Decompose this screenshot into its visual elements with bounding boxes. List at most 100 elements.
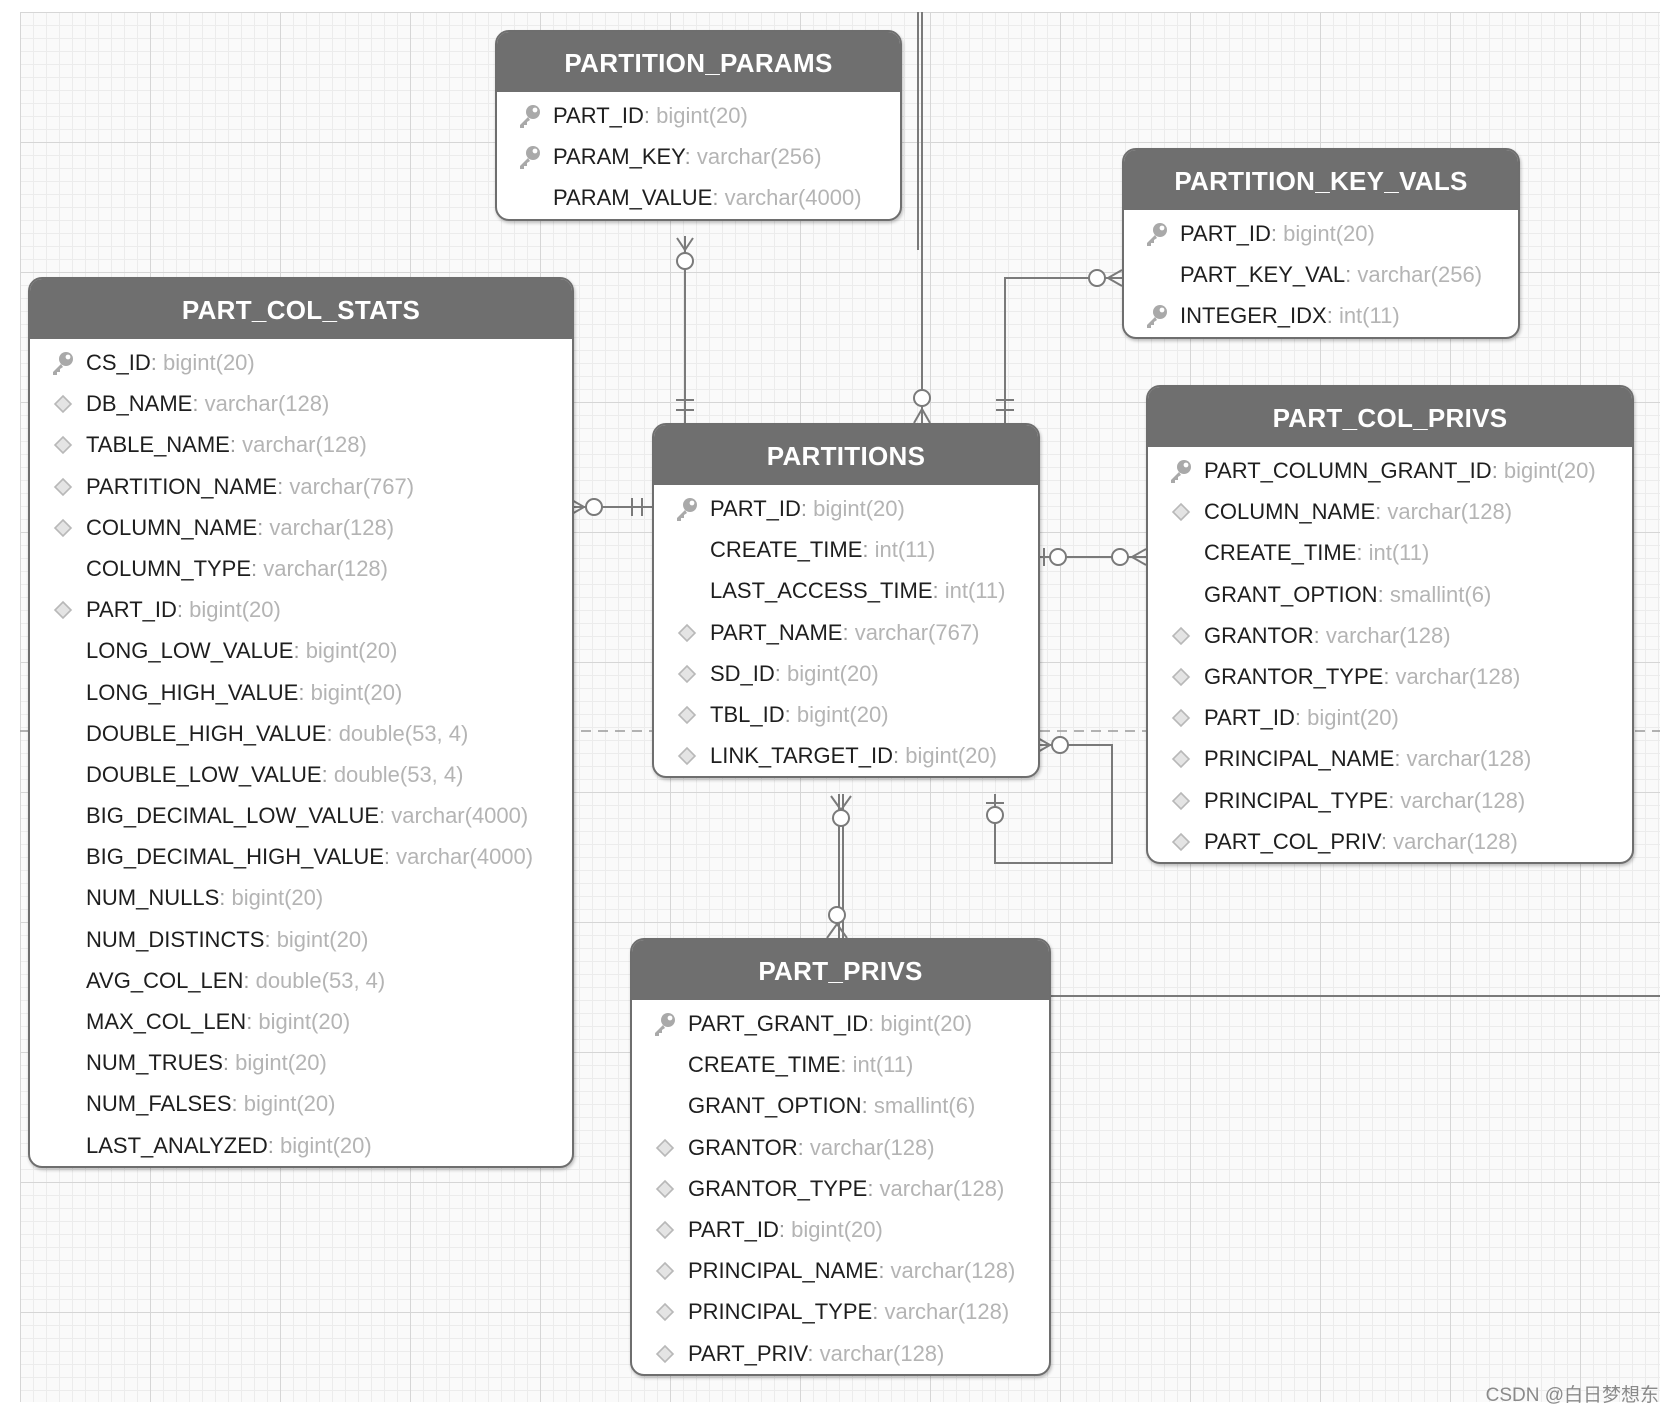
field-row[interactable]: NUM_TRUES: bigint(20) (30, 1042, 572, 1083)
field-name: NUM_TRUES (86, 1050, 223, 1076)
field-row[interactable]: PART_ID: bigint(20) (632, 1209, 1049, 1250)
field-type: bigint(20) (796, 701, 889, 727)
field-row[interactable]: LONG_LOW_VALUE: bigint(20) (30, 630, 572, 671)
field-row[interactable]: COLUMN_TYPE: varchar(128) (30, 548, 572, 589)
field-entry: PART_ID: bigint(20) (710, 488, 905, 529)
field-row[interactable]: GRANTOR: varchar(128) (1148, 615, 1632, 656)
field-row[interactable]: GRANTOR_TYPE: varchar(128) (632, 1168, 1049, 1209)
field-row[interactable]: PARAM_KEY: varchar(256) (497, 136, 900, 177)
field-row[interactable]: PART_ID: bigint(20) (1148, 697, 1632, 738)
field-row[interactable]: PART_ID: bigint(20) (1124, 213, 1518, 254)
field-row[interactable]: CS_ID: bigint(20) (30, 342, 572, 383)
field-list: PART_ID: bigint(20)PARAM_KEY: varchar(25… (497, 92, 900, 219)
field-type: varchar(4000) (724, 185, 862, 211)
key-icon (652, 1003, 680, 1044)
field-type: bigint(20) (791, 1216, 883, 1242)
field-row[interactable]: DOUBLE_HIGH_VALUE: double(53, 4) (30, 713, 572, 754)
field-row[interactable]: PART_NAME: varchar(767) (654, 612, 1038, 653)
field-type: bigint(20) (656, 103, 748, 128)
zero-marker-icon (676, 252, 694, 270)
field-row[interactable]: GRANTOR_TYPE: varchar(128) (1148, 656, 1632, 697)
field-entry: COLUMN_NAME: varchar(128) (86, 507, 394, 548)
field-row[interactable]: PART_COL_PRIV: varchar(128) (1148, 821, 1632, 862)
field-name: PART_ID (1180, 221, 1271, 246)
field-row[interactable]: PART_COLUMN_GRANT_ID: bigint(20) (1148, 450, 1632, 491)
field-separator: : (1491, 458, 1504, 483)
field-row[interactable]: MAX_COL_LEN: bigint(20) (30, 1001, 572, 1042)
field-row[interactable]: NUM_DISTINCTS: bigint(20) (30, 919, 572, 960)
field-row[interactable]: BIG_DECIMAL_LOW_VALUE: varchar(4000) (30, 795, 572, 836)
field-row[interactable]: BIG_DECIMAL_HIGH_VALUE: varchar(4000) (30, 836, 572, 877)
field-name: PARAM_VALUE (553, 185, 713, 211)
field-row[interactable]: LAST_ANALYZED: bigint(20) (30, 1125, 572, 1166)
field-row[interactable]: AVG_COL_LEN: double(53, 4) (30, 960, 572, 1001)
field-row[interactable]: LONG_HIGH_VALUE: bigint(20) (30, 672, 572, 713)
field-row[interactable]: TABLE_NAME: varchar(128) (30, 424, 572, 465)
field-row[interactable]: LINK_TARGET_ID: bigint(20) (654, 735, 1038, 776)
field-name: TBL_ID (710, 701, 785, 727)
field-row[interactable]: PART_PRIV: varchar(128) (632, 1333, 1049, 1374)
field-row[interactable]: SD_ID: bigint(20) (654, 653, 1038, 694)
field-separator: : (222, 1050, 236, 1076)
field-row[interactable]: GRANT_OPTION: smallint(6) (632, 1085, 1049, 1126)
field-row[interactable]: PART_ID: bigint(20) (654, 488, 1038, 529)
field-row[interactable]: CREATE_TIME: int(11) (654, 529, 1038, 570)
field-row[interactable]: LAST_ACCESS_TIME: int(11) (654, 570, 1038, 611)
table-title: PARTITION_KEY_VALS (1124, 150, 1518, 210)
field-name: PRINCIPAL_TYPE (1204, 787, 1389, 813)
field-type: smallint(6) (1389, 581, 1492, 607)
field-entry: AVG_COL_LEN: double(53, 4) (86, 960, 385, 1001)
field-name: GRANTOR_TYPE (1204, 663, 1384, 689)
field-entry: COLUMN_NAME: varchar(128) (1204, 491, 1512, 532)
table-title: PART_COL_STATS (30, 279, 572, 339)
field-row[interactable]: NUM_NULLS: bigint(20) (30, 877, 572, 918)
field-type: bigint(20) (276, 926, 369, 952)
field-row[interactable]: PART_ID: bigint(20) (497, 95, 900, 136)
field-type: varchar(128) (1406, 746, 1532, 772)
field-type: varchar(128) (884, 1299, 1010, 1325)
field-row[interactable]: PART_KEY_VAL: varchar(256) (1124, 254, 1518, 295)
field-name: PART_KEY_VAL (1180, 262, 1346, 288)
field-name: PART_COL_PRIV (1204, 828, 1381, 854)
field-type: varchar(128) (1387, 499, 1513, 525)
field-row[interactable]: PART_ID: bigint(20) (30, 589, 572, 630)
field-type: bigint(20) (1307, 705, 1399, 731)
field-separator: : (932, 578, 945, 604)
field-type: double(53, 4) (338, 720, 469, 746)
field-row[interactable]: NUM_FALSES: bigint(20) (30, 1083, 572, 1124)
field-row[interactable]: PARAM_VALUE: varchar(4000) (497, 177, 900, 218)
field-row[interactable]: PRINCIPAL_NAME: varchar(128) (1148, 738, 1632, 779)
field-row[interactable]: COLUMN_NAME: varchar(128) (1148, 491, 1632, 532)
field-name: CREATE_TIME (1204, 540, 1357, 566)
field-separator: : (321, 761, 334, 787)
field-row[interactable]: DOUBLE_LOW_VALUE: double(53, 4) (30, 754, 572, 795)
field-row[interactable]: PRINCIPAL_NAME: varchar(128) (632, 1250, 1049, 1291)
field-row[interactable]: CREATE_TIME: int(11) (632, 1044, 1049, 1085)
field-row[interactable]: DB_NAME: varchar(128) (30, 383, 572, 424)
field-row[interactable]: GRANT_OPTION: smallint(6) (1148, 574, 1632, 615)
rel-top-partitions (917, 12, 923, 423)
field-row[interactable]: PARTITION_NAME: varchar(767) (30, 466, 572, 507)
crow-foot-icon (830, 795, 852, 812)
field-row[interactable]: TBL_ID: bigint(20) (654, 694, 1038, 735)
zero-marker-icon (1111, 548, 1129, 566)
zero-marker-icon (828, 906, 846, 924)
field-row[interactable]: PRINCIPAL_TYPE: varchar(128) (1148, 780, 1632, 821)
field-row[interactable]: PART_GRANT_ID: bigint(20) (632, 1003, 1049, 1044)
field-row[interactable]: COLUMN_NAME: varchar(128) (30, 507, 572, 548)
field-row[interactable]: GRANTOR: varchar(128) (632, 1127, 1049, 1168)
field-separator: : (684, 144, 697, 170)
field-row[interactable]: INTEGER_IDX: int(11) (1124, 295, 1518, 336)
table-title: PART_COL_PRIVS (1148, 387, 1632, 447)
field-entry: PART_ID: bigint(20) (1204, 697, 1399, 738)
field-row[interactable]: PRINCIPAL_TYPE: varchar(128) (632, 1291, 1049, 1332)
field-row[interactable]: CREATE_TIME: int(11) (1148, 532, 1632, 573)
field-entry: PRINCIPAL_TYPE: varchar(128) (1204, 780, 1525, 821)
field-type: smallint(6) (873, 1093, 976, 1119)
